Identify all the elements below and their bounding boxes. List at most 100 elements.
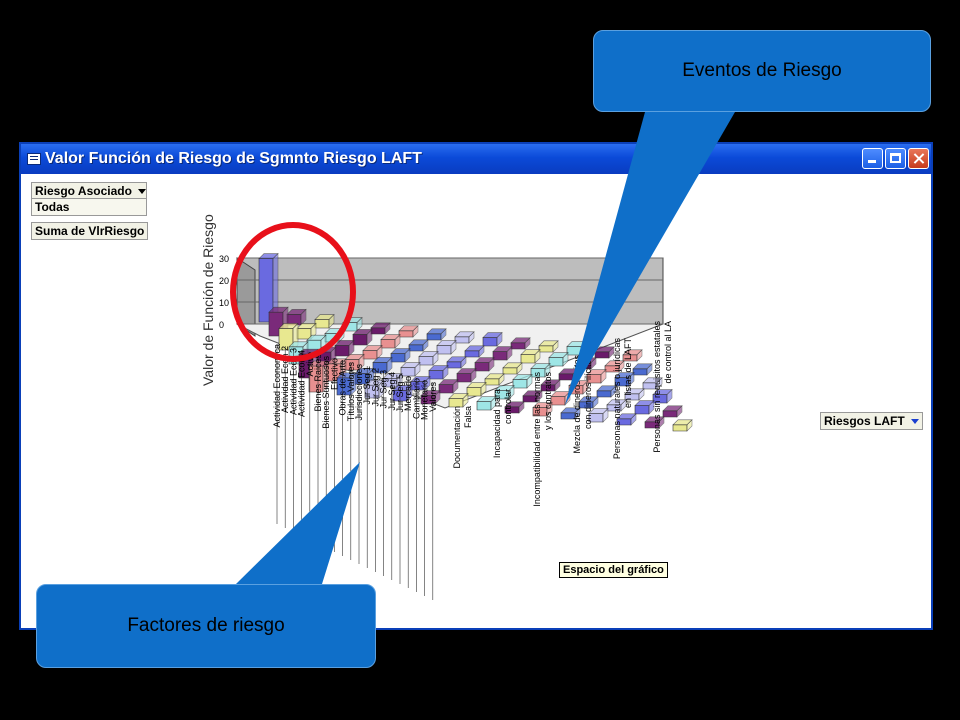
bar	[550, 396, 566, 406]
riesgo-asociado-value[interactable]: Todas	[31, 198, 147, 216]
bar-side	[506, 345, 513, 361]
bar-side	[490, 395, 497, 411]
bar-side	[422, 339, 429, 352]
riesgos-laft-dropdown[interactable]: Riesgos LAFT	[820, 412, 923, 430]
factor-category-label: Actividad Econ 3	[288, 348, 298, 415]
factor-category-label: Activo	[305, 352, 315, 377]
bar	[492, 351, 508, 361]
bar	[520, 354, 536, 364]
bar-side	[366, 328, 373, 346]
bar-side	[396, 372, 403, 388]
bar-side	[470, 367, 477, 383]
bar-side	[468, 331, 475, 344]
bar-side	[450, 339, 457, 355]
bar-side	[574, 407, 581, 420]
bar	[594, 351, 610, 359]
bar	[314, 319, 330, 329]
maximize-button[interactable]	[885, 148, 906, 169]
bar-side	[658, 416, 665, 429]
minimize-button[interactable]	[862, 148, 883, 169]
bar	[466, 387, 482, 397]
form-icon	[27, 153, 41, 165]
bar	[566, 346, 582, 356]
bar-side	[686, 419, 693, 432]
bar-side	[546, 401, 553, 417]
bar	[390, 353, 406, 363]
event-category-label: Personas sin requisitos estatalesde cont…	[652, 321, 673, 453]
bar	[484, 378, 500, 386]
bar-side	[676, 405, 683, 418]
bar	[352, 334, 368, 346]
bar	[342, 322, 358, 332]
bar	[438, 384, 454, 394]
event-category-label: DocumentaciónFalsa	[452, 406, 473, 469]
bar-side	[544, 362, 551, 378]
bar	[476, 401, 492, 411]
bar	[334, 345, 350, 357]
bar-side	[460, 356, 467, 369]
bar-side	[440, 328, 447, 341]
chart-space-tooltip: Espacio del gráfico	[559, 562, 668, 578]
data-field-label: Suma de VlrRiesgo	[35, 224, 145, 238]
factor-category-label: Actividad Econ 2	[280, 346, 290, 413]
factor-category-label: Jur Seg 4	[387, 372, 397, 411]
bar-side	[414, 361, 421, 377]
bar	[482, 337, 498, 347]
bar-side	[552, 340, 559, 353]
bar-side	[630, 413, 637, 426]
bar	[548, 357, 564, 367]
bar	[672, 424, 688, 432]
bar	[474, 362, 490, 372]
bar-side	[378, 379, 385, 399]
bar	[370, 327, 386, 335]
y-tick-label: 0	[219, 320, 224, 330]
data-field-button[interactable]: Suma de VlrRiesgo	[31, 222, 149, 240]
bar	[634, 405, 650, 415]
pivot-chart-window: Valor Función de Riesgo de Sgmnto Riesgo…	[19, 142, 933, 630]
callout-eventos-de-riesgo: Eventos de Riesgo	[593, 30, 931, 112]
bar	[362, 350, 378, 360]
bar-side	[480, 381, 487, 397]
title-bar[interactable]: Valor Función de Riesgo de Sgmnto Riesgo…	[21, 144, 931, 174]
factor-category-label: Monetario	[420, 380, 430, 420]
event-category-label: Personas naturales o jurídicasen listas …	[612, 337, 633, 459]
bar	[454, 336, 470, 344]
bar-side	[536, 390, 543, 403]
bar-side	[384, 322, 391, 335]
bar-side	[602, 407, 609, 423]
bar	[324, 333, 340, 343]
bar	[662, 410, 678, 418]
y-axis-label: Valor de Función de Riesgo	[200, 214, 216, 386]
factor-category-label: Jurisdicciones	[354, 364, 364, 421]
bar-side	[424, 375, 431, 391]
bar	[446, 361, 462, 369]
bar	[418, 356, 434, 366]
event-category-label: Incapacidad paracontrolar	[492, 389, 513, 458]
factor-category-label: Mercado	[403, 376, 413, 411]
bar	[512, 379, 528, 389]
bar-side	[534, 348, 541, 364]
bar-side	[524, 337, 531, 350]
bar	[502, 367, 518, 375]
bar-side	[376, 344, 383, 360]
factor-category-label: Actividad Economica	[272, 344, 282, 428]
riesgos-laft-label: Riesgos LAFT	[824, 414, 905, 428]
factor-category-label: Bienes Suntuosos	[321, 356, 331, 429]
bar-side	[432, 350, 439, 366]
bar-side	[526, 373, 533, 389]
close-button[interactable]	[908, 148, 929, 169]
bar-side	[404, 347, 411, 363]
factor-category-label: Obras de Arte	[338, 360, 348, 416]
y-tick-label: 10	[219, 298, 229, 308]
bar	[428, 370, 444, 380]
chevron-down-icon	[137, 189, 146, 195]
bar-side	[358, 353, 365, 371]
bar	[408, 344, 424, 352]
bar-side	[518, 401, 525, 414]
bar-side	[554, 379, 561, 392]
riesgo-asociado-label: Riesgo Asociado	[35, 184, 132, 198]
bar-side	[508, 384, 515, 400]
callout-factores-text: Factores de riesgo	[127, 615, 285, 636]
bar-side	[386, 356, 393, 374]
riesgo-asociado-dropdown[interactable]: Riesgo Asociado	[31, 182, 147, 200]
